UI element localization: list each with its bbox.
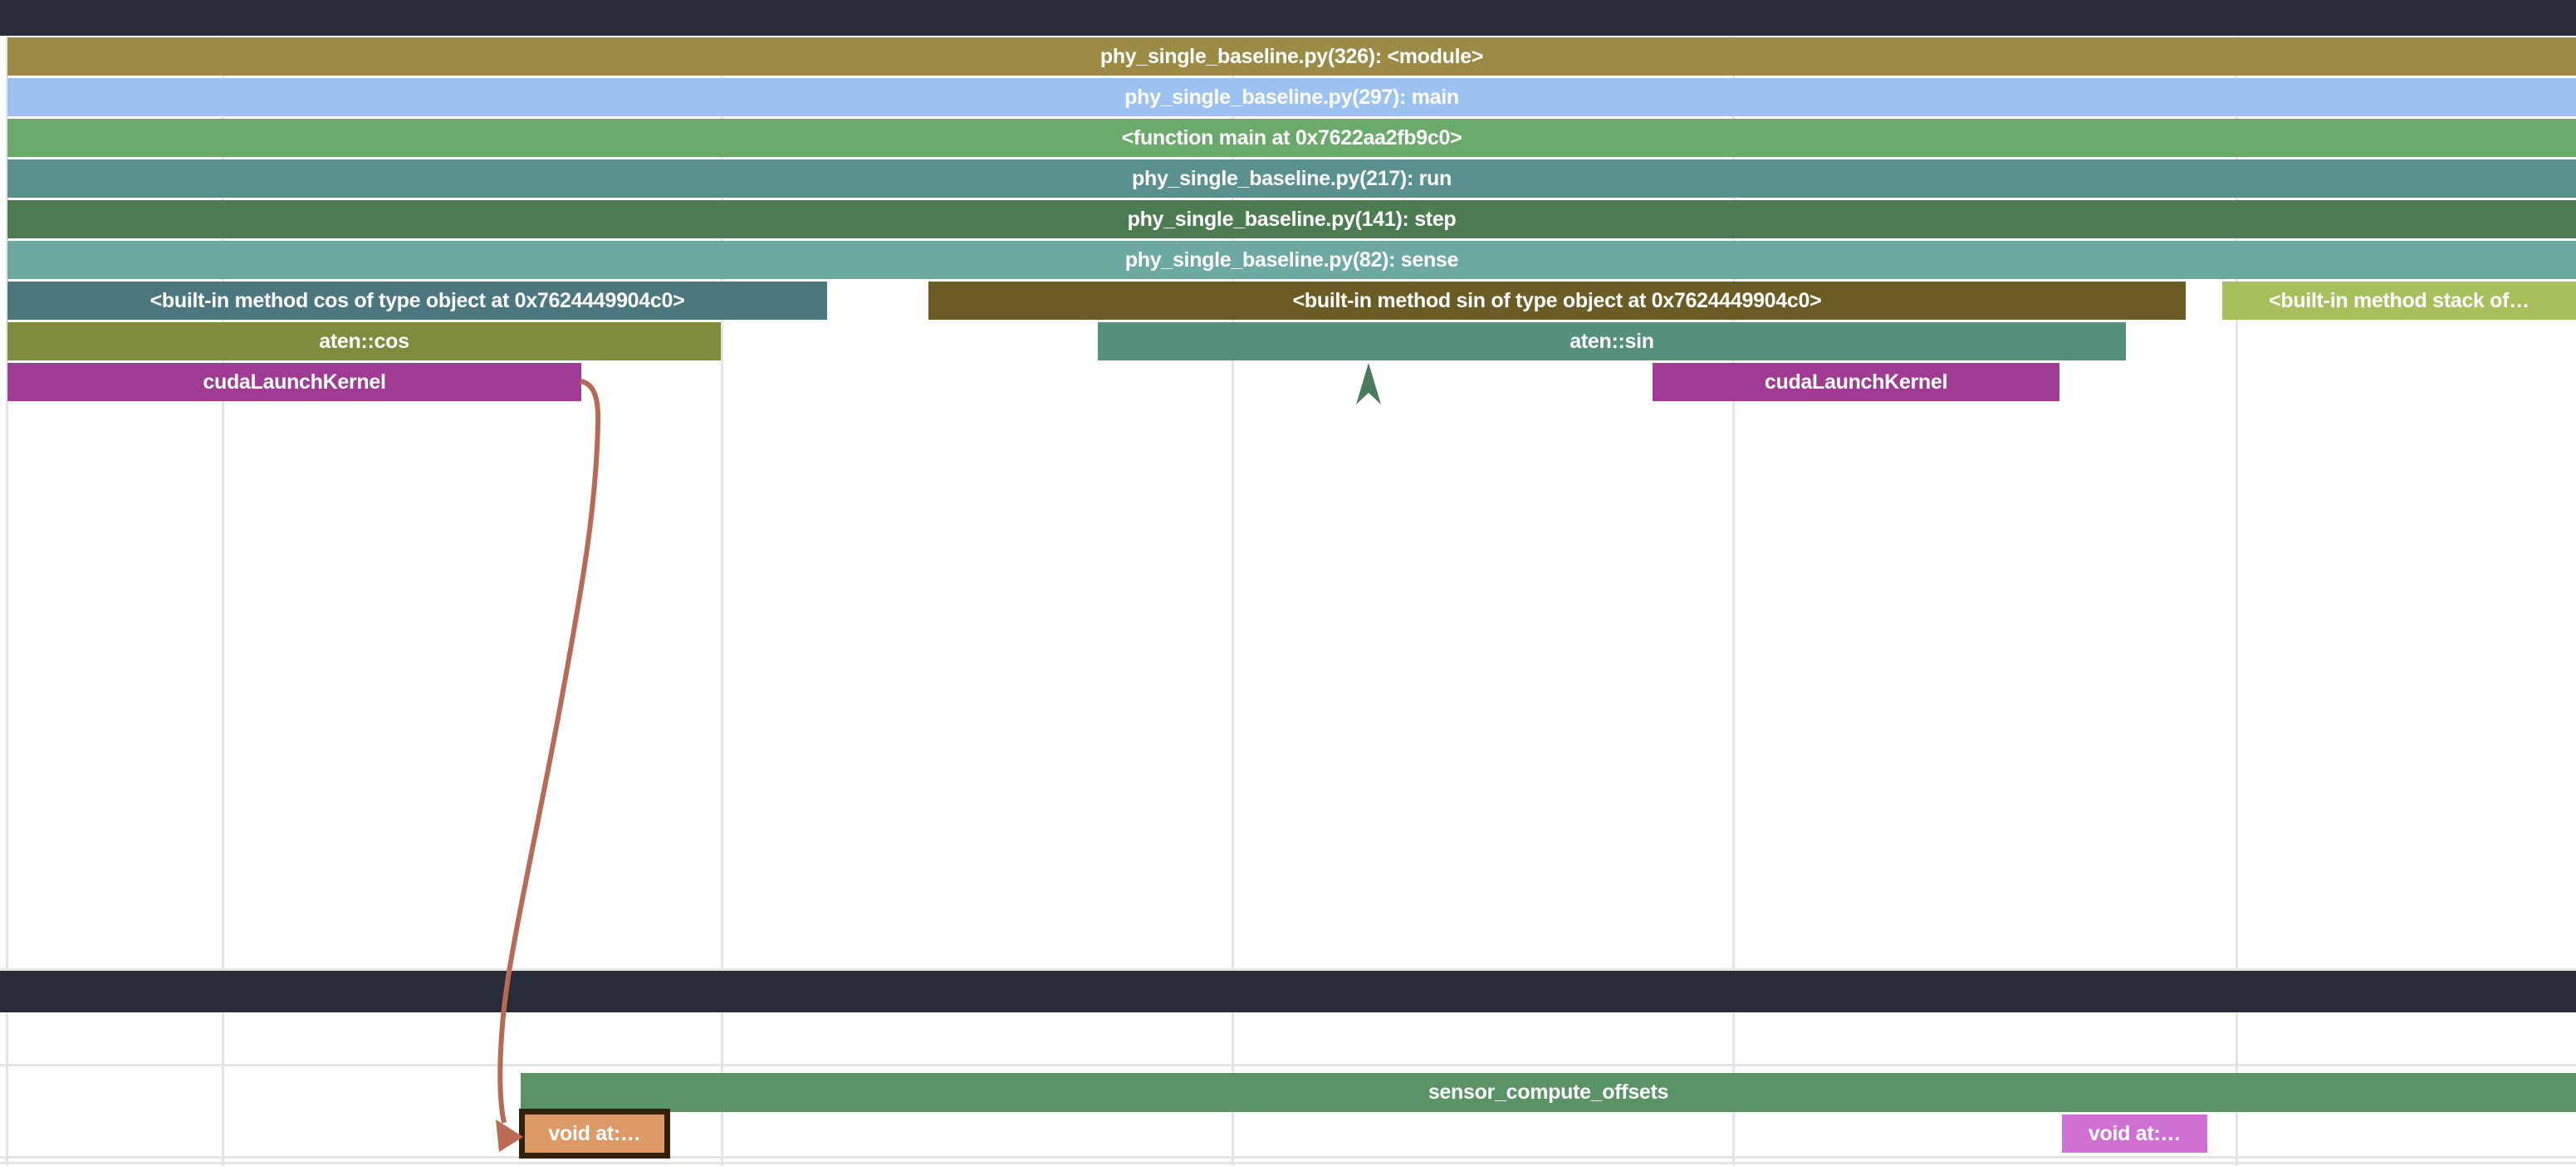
flame-bar[interactable]: cudaLaunchKernel	[7, 363, 581, 401]
flame-bar[interactable]: <built-in method stack of…	[2222, 282, 2576, 320]
flame-bar[interactable]: phy_single_baseline.py(82): sense	[7, 241, 2576, 279]
kernel-bar[interactable]: void at:…	[2062, 1115, 2207, 1153]
kernel-bar-selected[interactable]: void at:…	[525, 1115, 664, 1153]
flame-bar[interactable]: phy_single_baseline.py(217): run	[7, 159, 2576, 198]
flame-bar[interactable]: aten::sin	[1098, 322, 2126, 360]
flame-bar[interactable]: <function main at 0x7622aa2fb9c0>	[7, 119, 2576, 157]
flame-bar[interactable]: phy_single_baseline.py(326): <module>	[7, 37, 2576, 76]
gridline-vertical	[6, 37, 8, 1166]
gridline-vertical	[1732, 37, 1735, 1166]
flame-bar[interactable]: cudaLaunchKernel	[1653, 363, 2059, 401]
gridline-vertical	[2236, 37, 2238, 1166]
gridline-horizontal	[0, 1064, 2576, 1066]
selection-frame: void at:…	[519, 1109, 670, 1159]
gridline-vertical	[1232, 37, 1234, 1166]
sensor-bar-label: sensor_compute_offsets	[1428, 1080, 1669, 1104]
gpu-track-header[interactable]	[0, 971, 2576, 1012]
gridline-horizontal	[0, 1162, 2576, 1164]
flame-bar[interactable]: phy_single_baseline.py(297): main	[7, 78, 2576, 116]
flame-bar[interactable]: <built-in method cos of type object at 0…	[7, 282, 827, 320]
flame-bar[interactable]: aten::cos	[7, 322, 721, 360]
gridline-vertical	[222, 37, 224, 1166]
gridline-vertical	[721, 37, 723, 1166]
flame-bar[interactable]: phy_single_baseline.py(141): step	[7, 200, 2576, 238]
selection-marker-icon	[1356, 363, 1381, 404]
sensor-compute-offsets-bar[interactable]: sensor_compute_offsets	[521, 1073, 2576, 1112]
flame-bar[interactable]: <built-in method sin of type object at 0…	[928, 282, 2186, 320]
gridline-horizontal	[0, 968, 2576, 971]
gridline-horizontal	[0, 1156, 2576, 1159]
python-thread-track-header[interactable]	[0, 0, 2576, 36]
